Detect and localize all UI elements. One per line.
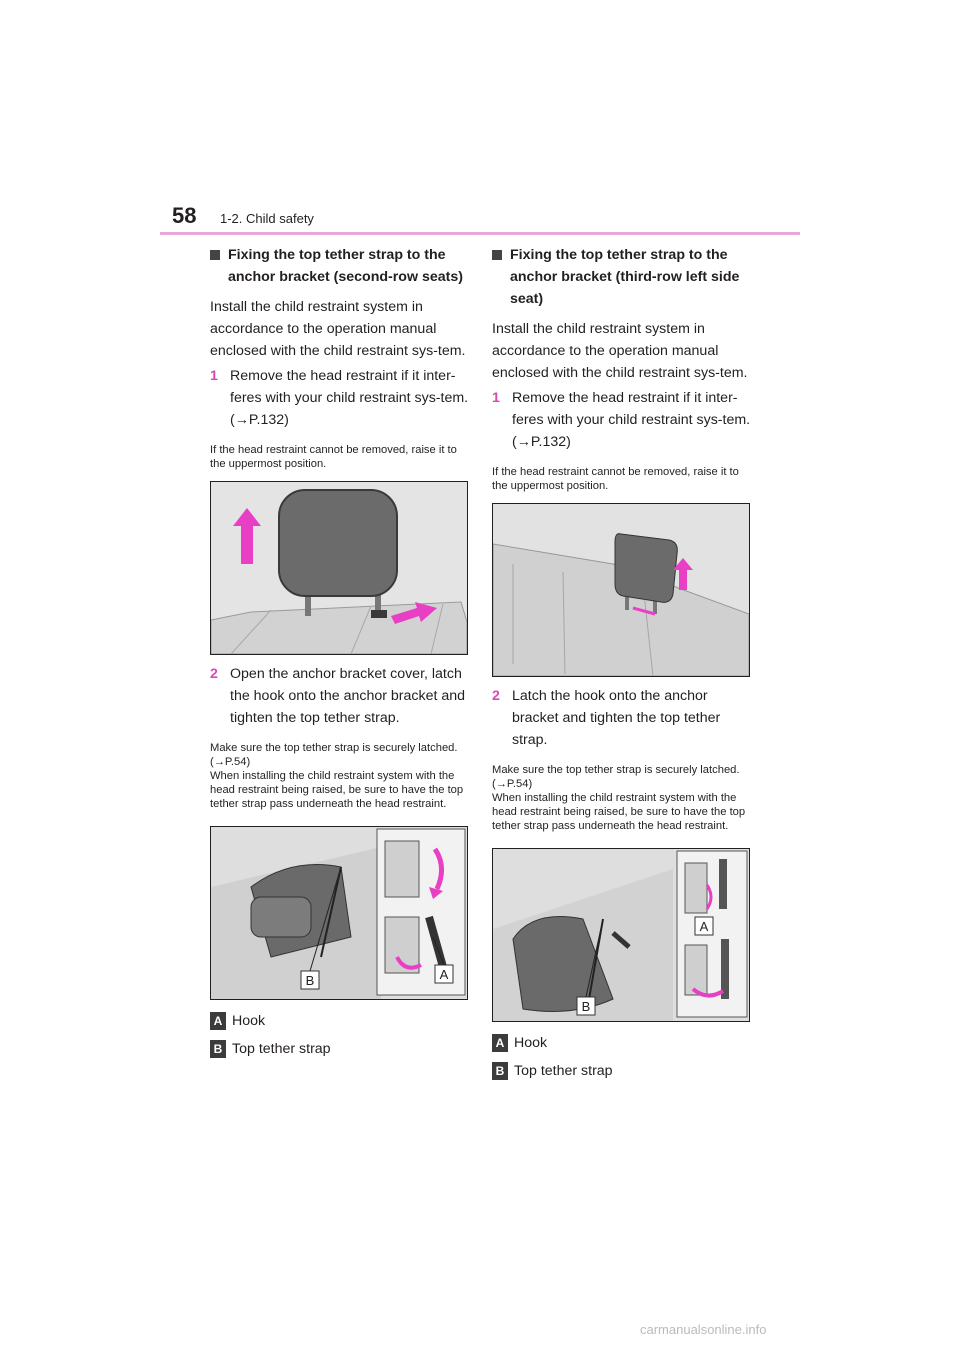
step-number: 1: [210, 368, 218, 384]
left-intro: Install the child restraint system in ac…: [210, 299, 466, 359]
legend-item: B Top tether strap: [492, 1060, 754, 1082]
bullet-square-icon: [492, 250, 502, 260]
right-figure-headrest: [492, 503, 750, 677]
left-note-2a: Make sure the top tether strap is secure…: [210, 742, 458, 768]
step-number: 1: [492, 390, 500, 406]
legend-text: Hook: [514, 1035, 548, 1051]
legend-item: A Hook: [210, 1010, 472, 1032]
legend-badge: B: [210, 1040, 226, 1058]
left-legend: A Hook B Top tether strap: [210, 1010, 472, 1060]
step-text: Remove the head restraint if it inter-fe…: [230, 368, 469, 428]
step-number: 2: [210, 666, 218, 682]
legend-badge: B: [492, 1062, 508, 1080]
step-number: 2: [492, 688, 500, 704]
legend-text: Top tether strap: [232, 1041, 331, 1057]
section-title: 1-2. Child safety: [220, 211, 314, 226]
bullet-square-icon: [210, 250, 220, 260]
right-note-2a: Make sure the top tether strap is secure…: [492, 764, 740, 790]
right-intro: Install the child restraint system in ac…: [492, 321, 748, 381]
right-note-2b: When installing the child restraint syst…: [492, 792, 746, 832]
left-step-2: 2 Open the anchor bracket cover, latch th…: [210, 663, 472, 729]
step-text: Remove the head restraint if it inter-fe…: [512, 390, 751, 450]
right-note-1: If the head restraint cannot be removed,…: [492, 466, 739, 492]
legend-text: Top tether strap: [514, 1063, 613, 1079]
watermark-footer: carmanualsonline.info: [640, 1322, 767, 1337]
left-figure-anchor: A B: [210, 826, 468, 1000]
right-legend: A Hook B Top tether strap: [492, 1032, 754, 1082]
right-step-1: 1 Remove the head restraint if it inter-f…: [492, 387, 754, 453]
left-step-1: 1 Remove the head restraint if it inter-f…: [210, 365, 472, 431]
left-heading: Fixing the top tether strap to the ancho…: [210, 244, 472, 288]
left-note-1: If the head restraint cannot be removed,…: [210, 444, 457, 470]
legend-badge: A: [492, 1034, 508, 1052]
legend-badge: A: [210, 1012, 226, 1030]
figure-label-b: B: [582, 999, 591, 1014]
left-column: Fixing the top tether strap to the ancho…: [210, 244, 472, 1066]
right-column: Fixing the top tether strap to the ancho…: [492, 244, 754, 1088]
right-step-2: 2 Latch the hook onto the anchor bracket …: [492, 685, 754, 751]
figure-label-a: A: [440, 967, 449, 982]
step-text: Latch the hook onto the anchor bracket a…: [512, 688, 721, 748]
header-rule: [160, 232, 800, 235]
right-heading: Fixing the top tether strap to the ancho…: [492, 244, 754, 310]
figure-label-b: B: [306, 973, 315, 988]
legend-text: Hook: [232, 1013, 266, 1029]
legend-item: A Hook: [492, 1032, 754, 1054]
left-note-2b: When installing the child restraint syst…: [210, 770, 464, 810]
step-text: Open the anchor bracket cover, latch the…: [230, 666, 466, 726]
figure-label-a: A: [700, 919, 709, 934]
page-number: 58: [172, 203, 197, 228]
legend-item: B Top tether strap: [210, 1038, 472, 1060]
right-figure-anchor: A B: [492, 848, 750, 1022]
left-figure-headrest: [210, 481, 468, 655]
